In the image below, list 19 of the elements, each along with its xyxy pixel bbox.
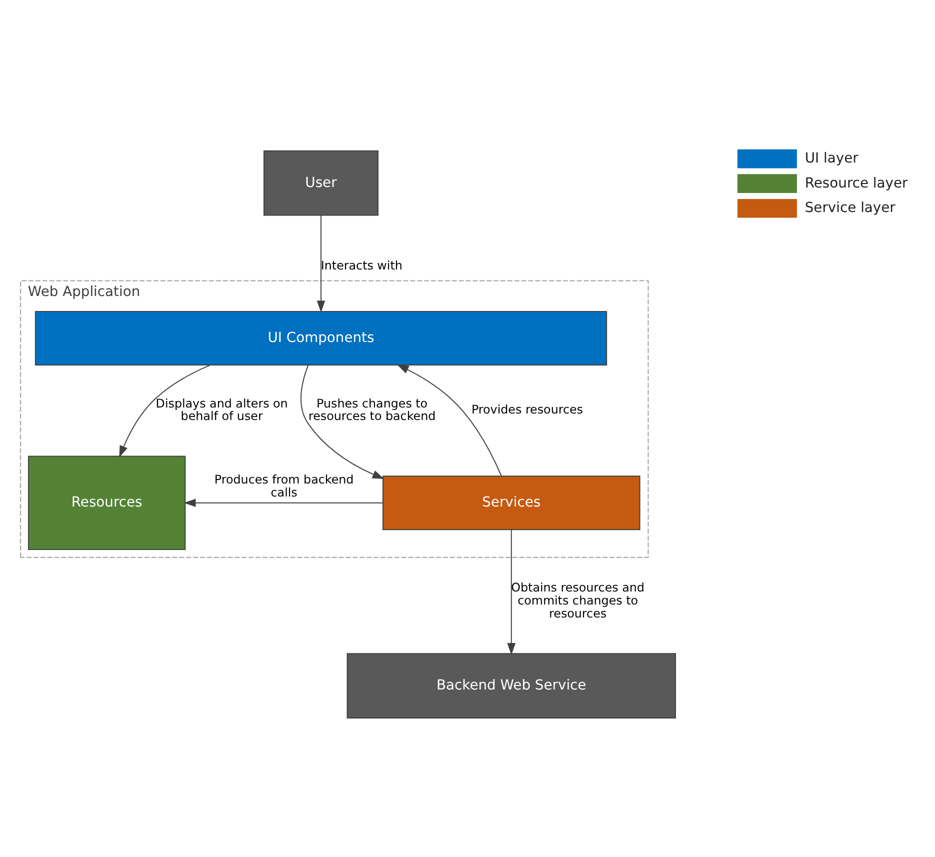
edge-label: Displays and alters on behalf of user — [156, 396, 288, 424]
node-box: Services — [382, 476, 640, 530]
arrow — [184, 498, 384, 508]
arrow — [300, 364, 384, 480]
legend-label: UI layer — [804, 150, 858, 166]
node-box: Backend Web Service — [346, 653, 676, 719]
legend-label: Service layer — [804, 200, 896, 216]
arrow — [316, 214, 326, 313]
arrow — [396, 364, 502, 476]
node-box: Resources — [28, 456, 186, 550]
edge-label: Provides resources — [471, 402, 584, 417]
edge-label: Produces from backend calls — [214, 472, 354, 500]
arrow — [119, 364, 211, 458]
edge-label: Interacts with — [320, 258, 402, 272]
edge-label: Pushes changes to resources to backend — [308, 396, 436, 424]
node-box: UI Components — [34, 311, 608, 366]
legend-label: Resource layer — [804, 175, 908, 192]
node-box: User — [264, 150, 378, 216]
arrow — [507, 529, 516, 655]
